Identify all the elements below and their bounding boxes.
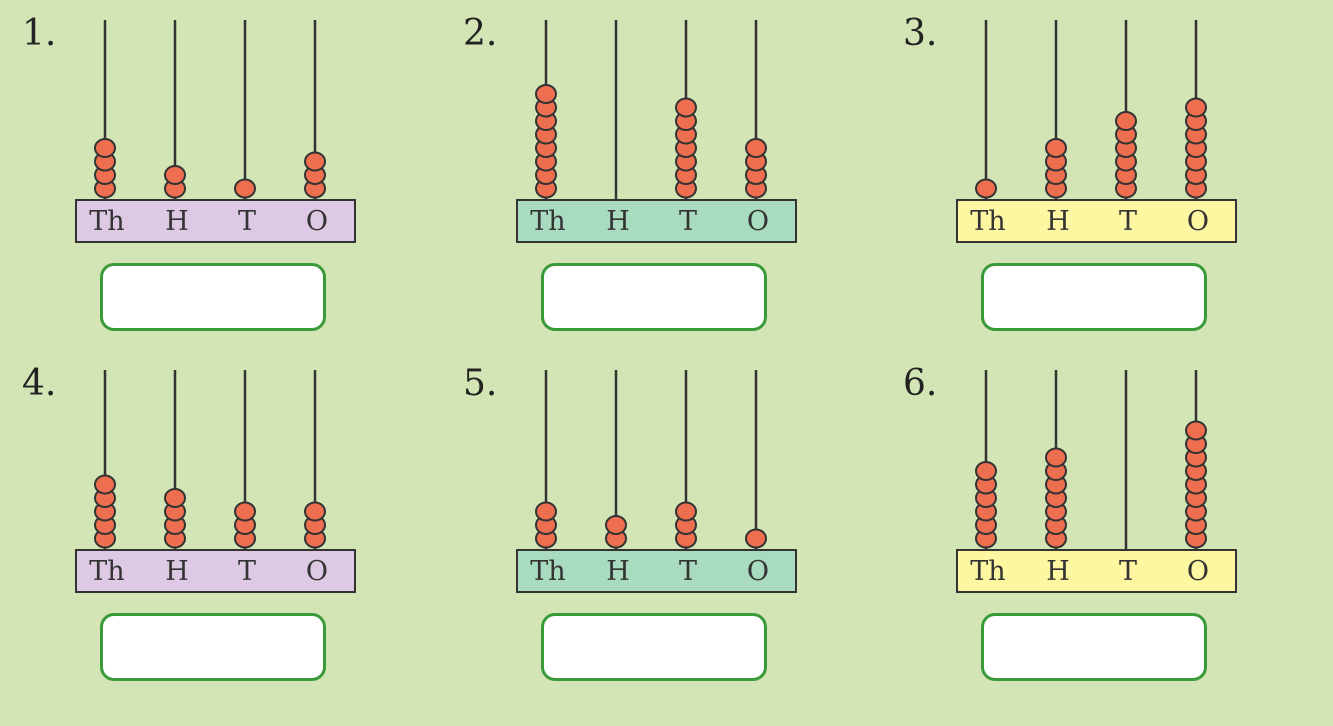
place-label-ones: O [746,206,770,237]
place-label-tens: T [678,556,698,587]
place-label-thousands: Th [89,556,125,587]
place-value-base: Th H T O [956,199,1237,243]
place-label-ones: O [746,556,770,587]
place-label-hundreds: H [165,206,189,237]
answer-box[interactable] [100,263,326,331]
place-label-tens: T [1118,206,1138,237]
abacus-problem-3: 3. Th H T O [903,0,1263,340]
abacus-rods [535,370,767,549]
place-label-tens: T [237,556,257,587]
place-value-base: Th H T O [956,549,1237,593]
bead-tens [234,178,256,199]
bead-thousands [975,461,997,481]
bead-thousands [94,474,116,495]
abacus-rods [975,20,1207,199]
place-label-hundreds: H [1046,556,1070,587]
abacus-problem-5: 5. Th H T O [463,350,823,690]
question-number: 3. [903,13,938,54]
answer-box[interactable] [981,263,1207,331]
bead-hundreds [164,165,186,185]
abacus-rods [94,370,326,549]
question-number: 2. [463,13,498,54]
answer-box[interactable] [541,613,767,681]
bead-hundreds [1045,447,1067,468]
place-label-ones: O [1186,206,1210,237]
place-label-ones: O [1186,556,1210,587]
abacus-rods [975,370,1207,549]
abacus-rods [535,20,767,199]
place-label-tens: T [237,206,257,237]
answer-box[interactable] [541,263,767,331]
place-label-thousands: Th [970,206,1006,237]
bead-thousands [535,501,557,522]
bead-hundreds [605,515,627,535]
place-value-base: Th H T O [516,549,797,593]
bead-thousands [535,84,557,104]
bead-hundreds [164,488,186,508]
bead-ones [745,528,767,549]
place-label-hundreds: H [165,556,189,587]
abacus-problem-1: 1. Th H T O [22,0,382,340]
abacus-problem-4: 4. Th H T O [22,350,382,690]
answer-box[interactable] [100,613,326,681]
place-label-ones: O [305,556,329,587]
place-value-base: Th H T O [516,199,797,243]
place-value-base: Th H T O [75,199,356,243]
place-label-tens: T [678,206,698,237]
bead-tens [675,97,697,118]
abacus-problem-2: 2. Th H T O [463,0,823,340]
bead-ones [1185,97,1207,118]
abacus-problem-6: 6. Th H T O [903,350,1263,690]
bead-thousands [94,138,116,158]
bead-ones [304,501,326,522]
question-number: 4. [22,363,57,404]
place-label-hundreds: H [1046,206,1070,237]
place-label-tens: T [1118,556,1138,587]
abacus-rods [94,20,326,199]
bead-hundreds [1045,138,1067,158]
place-value-base: Th H T O [75,549,356,593]
place-label-thousands: Th [530,206,566,237]
place-label-thousands: Th [530,556,566,587]
question-number: 6. [903,363,938,404]
question-number: 1. [22,13,57,54]
bead-ones [745,138,767,158]
bead-tens [1115,111,1137,131]
place-label-hundreds: H [606,556,630,587]
bead-ones [304,151,326,172]
bead-thousands [975,178,997,199]
place-label-hundreds: H [606,206,630,237]
bead-ones [1185,420,1207,441]
bead-tens [675,501,697,522]
place-label-ones: O [305,206,329,237]
question-number: 5. [463,363,498,404]
place-label-thousands: Th [970,556,1006,587]
bead-tens [234,501,256,522]
place-label-thousands: Th [89,206,125,237]
answer-box[interactable] [981,613,1207,681]
